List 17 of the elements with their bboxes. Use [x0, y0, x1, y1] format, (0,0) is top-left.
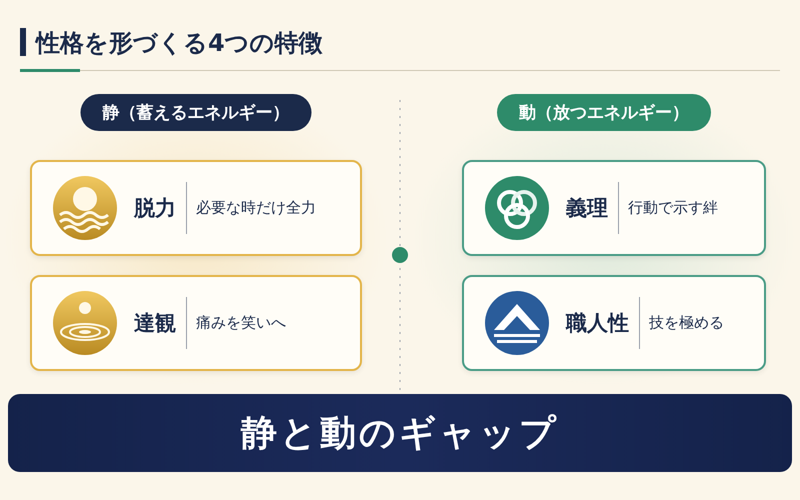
feature-name: 職人性 [566, 310, 629, 337]
feature-description: 行動で示す絆 [628, 198, 718, 218]
banner-heading: 静と動のギャップ [241, 412, 559, 456]
summary-banner [8, 394, 792, 472]
feature-name: 達観 [134, 310, 176, 337]
feature-name: 脱力 [134, 195, 176, 222]
category-label: 動（放つエネルギー） [497, 94, 711, 131]
feature-card [30, 275, 362, 371]
feature-description: 痛みを笑いへ [196, 314, 286, 332]
feature-card [462, 275, 766, 371]
feature-name: 義理 [566, 195, 608, 222]
feature-card [462, 160, 766, 256]
feature-card [30, 160, 362, 256]
category-label: 静（蓄えるエネルギー） [80, 94, 312, 131]
feature-description: 必要な時だけ全力 [196, 198, 316, 218]
page-title: 性格を形づくる4つの特徴 [36, 28, 323, 59]
feature-description: 技を極める [649, 314, 724, 332]
